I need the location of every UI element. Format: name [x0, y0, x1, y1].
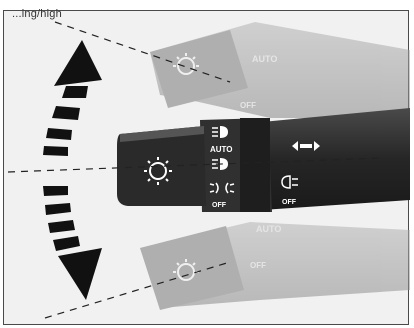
off-label: OFF — [212, 202, 227, 209]
ghost-auto-label-upper: AUTO — [252, 54, 277, 64]
arrow-up-head — [54, 40, 102, 86]
upper-lever-ghost: AUTO OFF — [150, 22, 410, 118]
ghost-off-label-upper: OFF — [240, 101, 256, 110]
auto-label: AUTO — [210, 145, 233, 154]
lever-shaft — [262, 108, 410, 210]
main-lever: AUTO OFF — [117, 108, 410, 212]
front-fog-light-icon — [212, 126, 228, 138]
lower-lever-ghost: AUTO OFF — [140, 222, 410, 310]
ghost-auto-label-lower: AUTO — [256, 224, 281, 234]
arrow-down-head — [58, 248, 102, 300]
ring-band — [240, 118, 270, 212]
shaft-off-label: OFF — [282, 199, 297, 206]
ghost-off-label-lower: OFF — [250, 261, 266, 270]
